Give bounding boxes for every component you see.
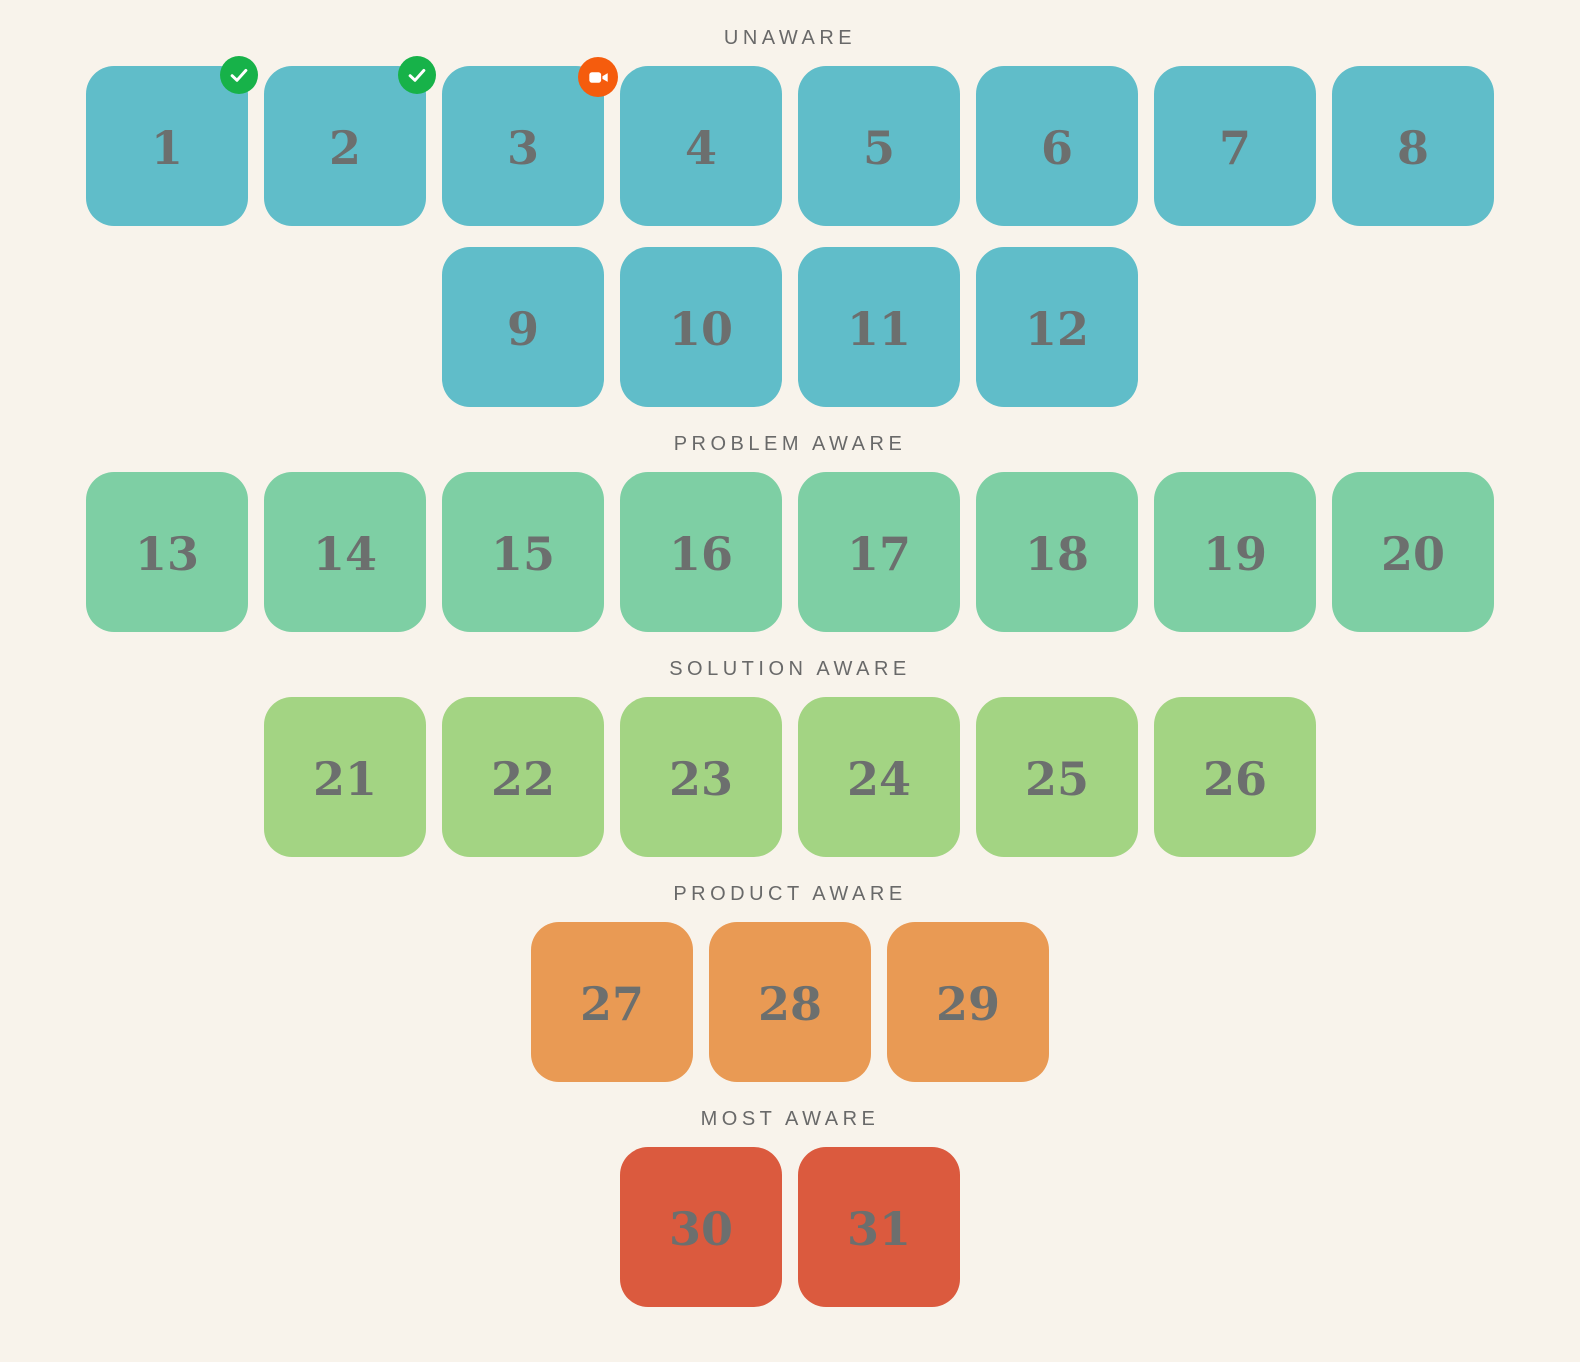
day-tile-30[interactable]: 30 <box>620 1147 782 1307</box>
day-number: 15 <box>490 527 555 581</box>
day-number: 3 <box>506 121 539 175</box>
day-tile-17[interactable]: 17 <box>798 472 960 632</box>
tile-row: 1 2 3 4 5 6 7 8 <box>0 56 1580 226</box>
day-number: 16 <box>668 527 733 581</box>
day-number: 5 <box>862 121 895 175</box>
day-tile-24[interactable]: 24 <box>798 697 960 857</box>
day-tile-13[interactable]: 13 <box>86 472 248 632</box>
section-title: SOLUTION AWARE <box>669 658 911 680</box>
section-title: MOST AWARE <box>700 1108 880 1130</box>
day-tile-19[interactable]: 19 <box>1154 472 1316 632</box>
day-tile-25[interactable]: 25 <box>976 697 1138 857</box>
day-tile-1[interactable]: 1 <box>86 56 258 226</box>
check-status-badge <box>398 56 436 94</box>
day-tile-9[interactable]: 9 <box>442 247 604 407</box>
day-tile-26[interactable]: 26 <box>1154 697 1316 857</box>
section-title: UNAWARE <box>723 27 857 49</box>
day-number: 31 <box>846 1202 911 1256</box>
day-tile-4[interactable]: 4 <box>620 66 782 226</box>
day-tile-27[interactable]: 27 <box>531 922 693 1082</box>
day-number: 24 <box>846 752 911 806</box>
section-rows: 13 14 15 16 17 18 19 20 <box>0 472 1580 632</box>
day-tile-2[interactable]: 2 <box>264 56 436 226</box>
day-tile-8[interactable]: 8 <box>1332 66 1494 226</box>
day-number: 20 <box>1380 527 1445 581</box>
video-camera-icon <box>588 71 608 83</box>
tile-row: 30 31 <box>0 1147 1580 1307</box>
day-number: 10 <box>668 302 733 356</box>
day-number: 9 <box>506 302 539 356</box>
day-tile-5[interactable]: 5 <box>798 66 960 226</box>
day-number: 13 <box>134 527 199 581</box>
section-most-aware: MOST AWARE 30 31 <box>0 1107 1580 1307</box>
day-number: 30 <box>668 1202 733 1256</box>
section-product-aware: PRODUCT AWARE 27 28 29 <box>0 882 1580 1082</box>
day-tile-22[interactable]: 22 <box>442 697 604 857</box>
day-number: 4 <box>684 121 717 175</box>
day-number: 25 <box>1024 752 1089 806</box>
day-tile-21[interactable]: 21 <box>264 697 426 857</box>
day-number: 17 <box>846 527 911 581</box>
day-number: 19 <box>1202 527 1267 581</box>
day-tile-7[interactable]: 7 <box>1154 66 1316 226</box>
check-status-badge <box>220 56 258 94</box>
check-icon <box>408 68 426 82</box>
tile-row: 21 22 23 24 25 26 <box>0 697 1580 857</box>
day-tile-6[interactable]: 6 <box>976 66 1138 226</box>
day-tile-18[interactable]: 18 <box>976 472 1138 632</box>
day-tile-31[interactable]: 31 <box>798 1147 960 1307</box>
day-number: 6 <box>1040 121 1073 175</box>
tile-row: 9 10 11 12 <box>0 247 1580 407</box>
day-tile-23[interactable]: 23 <box>620 697 782 857</box>
section-title: PRODUCT AWARE <box>673 883 907 905</box>
section-title: PROBLEM AWARE <box>673 433 907 455</box>
day-number: 18 <box>1024 527 1089 581</box>
day-number: 22 <box>490 752 555 806</box>
check-icon <box>230 68 248 82</box>
day-number: 12 <box>1024 302 1089 356</box>
day-number: 21 <box>312 752 377 806</box>
day-tile-15[interactable]: 15 <box>442 472 604 632</box>
day-tile-28[interactable]: 28 <box>709 922 871 1082</box>
day-tile-10[interactable]: 10 <box>620 247 782 407</box>
video-status-badge <box>578 57 618 97</box>
day-tile-29[interactable]: 29 <box>887 922 1049 1082</box>
day-tile-20[interactable]: 20 <box>1332 472 1494 632</box>
day-number: 11 <box>846 302 911 356</box>
section-problem-aware: PROBLEM AWARE 13 14 15 16 17 18 19 20 <box>0 432 1580 632</box>
day-number: 23 <box>668 752 733 806</box>
section-rows: 30 31 <box>0 1147 1580 1307</box>
tile-row: 27 28 29 <box>0 922 1580 1082</box>
day-tile-16[interactable]: 16 <box>620 472 782 632</box>
day-number: 2 <box>328 121 361 175</box>
day-number: 29 <box>935 977 1000 1031</box>
section-solution-aware: SOLUTION AWARE 21 22 23 24 25 26 <box>0 657 1580 857</box>
tile-row: 13 14 15 16 17 18 19 20 <box>0 472 1580 632</box>
section-rows: 21 22 23 24 25 26 <box>0 697 1580 857</box>
day-tile-11[interactable]: 11 <box>798 247 960 407</box>
day-number: 1 <box>150 121 183 175</box>
day-number: 8 <box>1396 121 1429 175</box>
day-tile-14[interactable]: 14 <box>264 472 426 632</box>
day-tile-12[interactable]: 12 <box>976 247 1138 407</box>
day-number: 27 <box>579 977 644 1031</box>
day-number: 14 <box>312 527 377 581</box>
day-number: 28 <box>757 977 822 1031</box>
day-number: 7 <box>1218 121 1251 175</box>
day-number: 26 <box>1202 752 1267 806</box>
day-tile-3[interactable]: 3 <box>442 57 618 226</box>
section-rows: 27 28 29 <box>0 922 1580 1082</box>
